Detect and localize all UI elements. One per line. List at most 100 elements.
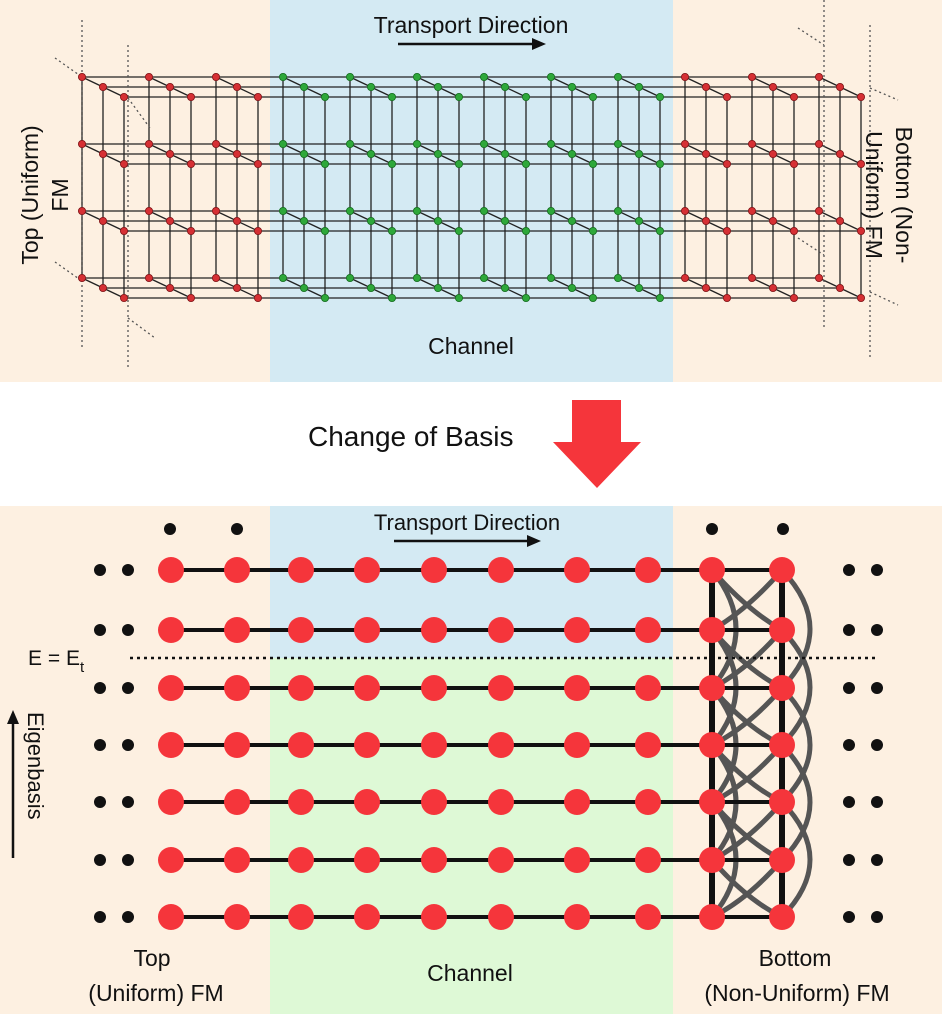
lattice-site — [635, 675, 661, 701]
channel-atom — [433, 283, 442, 292]
lattice-site — [158, 732, 184, 758]
channel-atom — [366, 149, 375, 158]
channel-atom — [635, 283, 644, 292]
channel-atom — [299, 83, 308, 92]
lattice-site — [158, 557, 184, 583]
top-right-fm-label-line2: Uniform) FM — [861, 131, 887, 259]
continuation-dot — [871, 624, 883, 636]
fm-atom — [253, 293, 262, 302]
channel-atom — [412, 139, 421, 148]
channel-atom — [345, 73, 354, 82]
fm-atom — [253, 93, 262, 102]
continuation-dot — [777, 523, 789, 535]
continuation-dot — [871, 796, 883, 808]
lattice-guide-line — [127, 317, 156, 339]
top-fm-right-region — [673, 0, 942, 382]
lattice-site — [488, 732, 514, 758]
channel-atom — [656, 93, 665, 102]
channel-atom — [366, 283, 375, 292]
fm-atom — [186, 293, 195, 302]
channel-atom — [614, 73, 623, 82]
fm-atom — [723, 226, 732, 235]
top-transport-arrow — [398, 38, 546, 50]
continuation-dot — [871, 564, 883, 576]
lattice-site — [488, 904, 514, 930]
coupling-arc — [779, 742, 813, 863]
lattice-site — [354, 847, 380, 873]
top-left-fm-label-line1: Top (Uniform) — [17, 125, 43, 264]
lattice-site — [158, 789, 184, 815]
channel-atom — [278, 206, 287, 215]
fm-atom — [815, 73, 824, 82]
fm-atom — [186, 93, 195, 102]
lattice-site — [421, 847, 447, 873]
lattice-site — [488, 617, 514, 643]
fm-atom — [769, 83, 778, 92]
fm-atom — [165, 83, 174, 92]
lattice-site — [699, 847, 725, 873]
lattice-guide-line — [797, 27, 825, 46]
fm-atom — [836, 216, 845, 225]
lattice-site — [564, 617, 590, 643]
fm-atom — [120, 93, 129, 102]
fm-atom — [681, 206, 690, 215]
continuation-dot — [843, 854, 855, 866]
lattice-site — [564, 732, 590, 758]
coupling-arc — [779, 627, 813, 748]
lattice-site — [564, 847, 590, 873]
channel-atom — [589, 293, 598, 302]
lattice-site — [421, 557, 447, 583]
channel-atom — [479, 273, 488, 282]
channel-atom — [320, 226, 329, 235]
fm-atom — [815, 206, 824, 215]
channel-atom — [278, 273, 287, 282]
fm-atom — [186, 159, 195, 168]
lattice-site — [488, 557, 514, 583]
continuation-dot — [94, 854, 106, 866]
lattice-site — [635, 732, 661, 758]
channel-atom — [433, 83, 442, 92]
lattice-site — [224, 617, 250, 643]
continuation-dot — [164, 523, 176, 535]
channel-atom — [299, 216, 308, 225]
fm-atom — [211, 73, 220, 82]
coupling-arc — [779, 685, 813, 805]
eigenbasis-chain-graph — [94, 523, 883, 930]
channel-atom — [412, 73, 421, 82]
channel-atom — [635, 216, 644, 225]
fm-atom — [748, 206, 757, 215]
continuation-dot — [231, 523, 243, 535]
top-right-fm-label-line1: Bottom (Non- — [891, 127, 917, 264]
continuation-dot — [94, 739, 106, 751]
lattice-site — [635, 789, 661, 815]
continuation-dot — [122, 682, 134, 694]
fm-atom — [78, 206, 87, 215]
fm-atom — [144, 206, 153, 215]
channel-atom — [345, 273, 354, 282]
fm-atom — [78, 139, 87, 148]
continuation-dot — [94, 911, 106, 923]
fm-atom — [723, 293, 732, 302]
atomic-lattice — [54, 0, 899, 370]
channel-atom — [568, 283, 577, 292]
channel-atom — [320, 293, 329, 302]
continuation-dot — [871, 739, 883, 751]
channel-atom — [500, 216, 509, 225]
bottom-fm-left-region — [0, 506, 270, 1014]
lattice-site — [769, 732, 795, 758]
lattice-site — [699, 732, 725, 758]
channel-atom — [656, 293, 665, 302]
fm-atom — [702, 216, 711, 225]
eigenbasis-label: Eigenbasis — [23, 712, 48, 820]
lattice-site — [288, 617, 314, 643]
fm-atom — [253, 159, 262, 168]
continuation-dot — [871, 682, 883, 694]
lattice-site — [699, 617, 725, 643]
top-left-fm-label-line2: FM — [47, 178, 73, 211]
channel-atom — [387, 293, 396, 302]
lattice-site — [288, 557, 314, 583]
bottom-transport-arrow — [394, 535, 541, 547]
fm-atom — [120, 226, 129, 235]
fm-atom — [702, 149, 711, 158]
